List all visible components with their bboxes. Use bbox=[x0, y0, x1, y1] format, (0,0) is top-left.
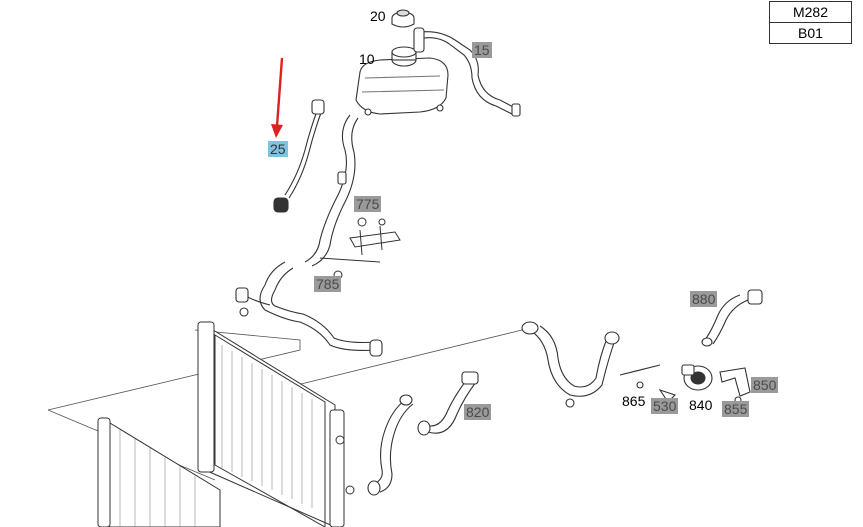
callout-530[interactable]: 530 bbox=[651, 398, 679, 414]
reference-code-table: M282 B01 bbox=[769, 1, 852, 44]
callout-775[interactable]: 775 bbox=[354, 196, 382, 212]
bracket-assembly bbox=[319, 217, 401, 280]
callout-15[interactable]: 15 bbox=[472, 42, 492, 58]
callout-880[interactable]: 880 bbox=[690, 291, 718, 307]
tank-cap bbox=[391, 9, 415, 28]
expansion-tank bbox=[355, 46, 449, 116]
callout-865[interactable]: 865 bbox=[622, 393, 646, 409]
callout-850[interactable]: 850 bbox=[751, 377, 779, 393]
water-pump bbox=[636, 364, 751, 404]
condenser bbox=[97, 417, 221, 527]
hose-tank-lower bbox=[304, 114, 359, 267]
hose-15 bbox=[413, 27, 521, 117]
callout-840[interactable]: 840 bbox=[689, 397, 713, 413]
callout-10[interactable]: 10 bbox=[359, 51, 375, 67]
hose-880 bbox=[701, 289, 763, 347]
callout-785[interactable]: 785 bbox=[314, 276, 342, 292]
callout-20[interactable]: 20 bbox=[370, 8, 386, 24]
group-code: B01 bbox=[769, 22, 852, 44]
hose-820 bbox=[417, 371, 479, 436]
hose-lower-radiator bbox=[367, 394, 414, 496]
callout-855[interactable]: 855 bbox=[722, 401, 750, 417]
callout-820[interactable]: 820 bbox=[464, 404, 492, 420]
model-code: M282 bbox=[769, 1, 852, 23]
hose-pump-feed bbox=[521, 321, 661, 408]
hose-upper-radiator bbox=[235, 261, 383, 357]
vent-hose-25 bbox=[273, 99, 325, 213]
radiator bbox=[197, 321, 355, 527]
callout-25[interactable]: 25 bbox=[268, 141, 288, 157]
pointer-arrow bbox=[271, 57, 284, 138]
